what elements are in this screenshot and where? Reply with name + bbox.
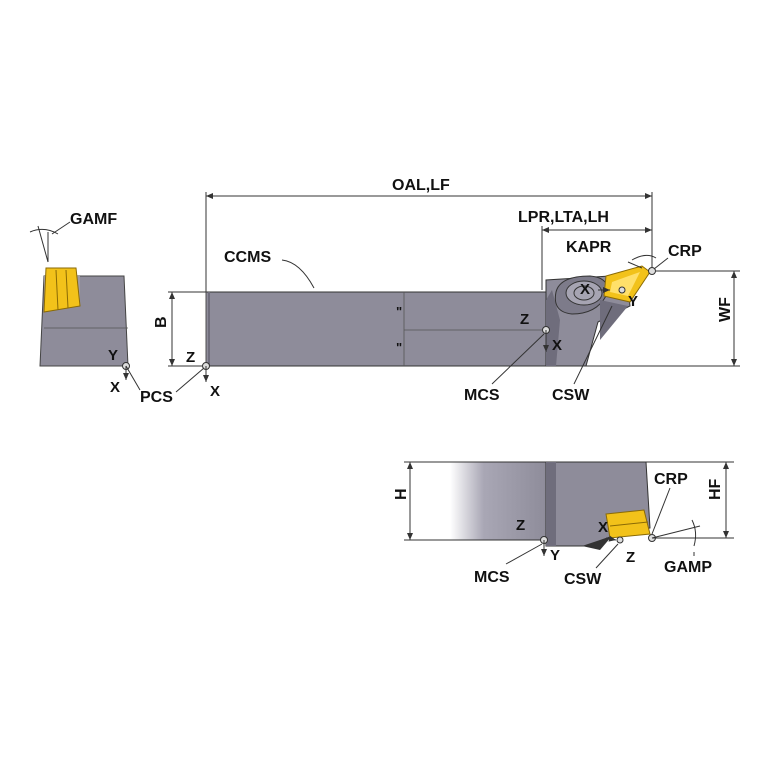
crp-bottom-label: CRP xyxy=(654,471,688,488)
oal-lf-label: OAL,LF xyxy=(392,177,450,194)
csw-top-label: CSW xyxy=(552,387,590,404)
csw-bottom-label: CSW xyxy=(564,571,602,588)
end-view: GAMF Y X xyxy=(29,211,141,396)
shank-top-view xyxy=(205,291,547,367)
mcs-bottom-y-axis-label: Y xyxy=(550,547,560,564)
mcs-bottom-label: MCS xyxy=(474,569,510,586)
crp-top-point xyxy=(648,267,656,275)
mcs-top-x-axis-label: X xyxy=(552,337,562,354)
mcs-top-z-axis-label: Z xyxy=(520,311,529,328)
mcs-bottom-z-axis-label: Z xyxy=(516,517,525,534)
svg-text:": " xyxy=(396,304,402,319)
csw-bottom-z-axis-label: Z xyxy=(626,549,635,566)
gamp-label: GAMP xyxy=(664,559,712,576)
csw-bottom-origin xyxy=(616,536,624,544)
end-view-x-axis-label: X xyxy=(110,379,120,396)
crp-top-label: CRP xyxy=(668,243,702,260)
wf-label: WF xyxy=(717,297,734,322)
hf-label: HF xyxy=(707,478,724,500)
shank-side-view xyxy=(450,462,546,540)
pcs-label: PCS xyxy=(140,389,173,406)
head-shadow xyxy=(546,290,560,366)
clamp-screw xyxy=(565,280,603,306)
b-label: B xyxy=(153,316,170,328)
mcs-top-label: MCS xyxy=(464,387,500,404)
top-view: " " OAL,LF LPR,LTA,LH KAPR CRP CCMS B xyxy=(140,177,740,406)
gamf-label: GAMF xyxy=(70,211,117,228)
kapr-label: KAPR xyxy=(566,239,612,256)
ccms-label: CCMS xyxy=(224,249,271,266)
csw-top-origin xyxy=(618,286,626,294)
h-label: H xyxy=(393,488,410,500)
csw-top-y-axis-label: Y xyxy=(628,293,638,310)
pcs-x-axis-label: X xyxy=(210,383,220,400)
csw-top-x-axis-label: X xyxy=(580,281,590,298)
side-view: H HF CRP GAMP Z Y MCS X Z CSW xyxy=(393,461,734,588)
end-view-insert xyxy=(43,267,81,313)
csw-bottom-x-axis-label: X xyxy=(598,519,608,536)
lpr-lta-lh-label: LPR,LTA,LH xyxy=(518,209,609,226)
pcs-z-axis-label: Z xyxy=(186,349,195,366)
svg-text:": " xyxy=(396,340,402,355)
end-view-y-axis-label: Y xyxy=(108,347,118,364)
